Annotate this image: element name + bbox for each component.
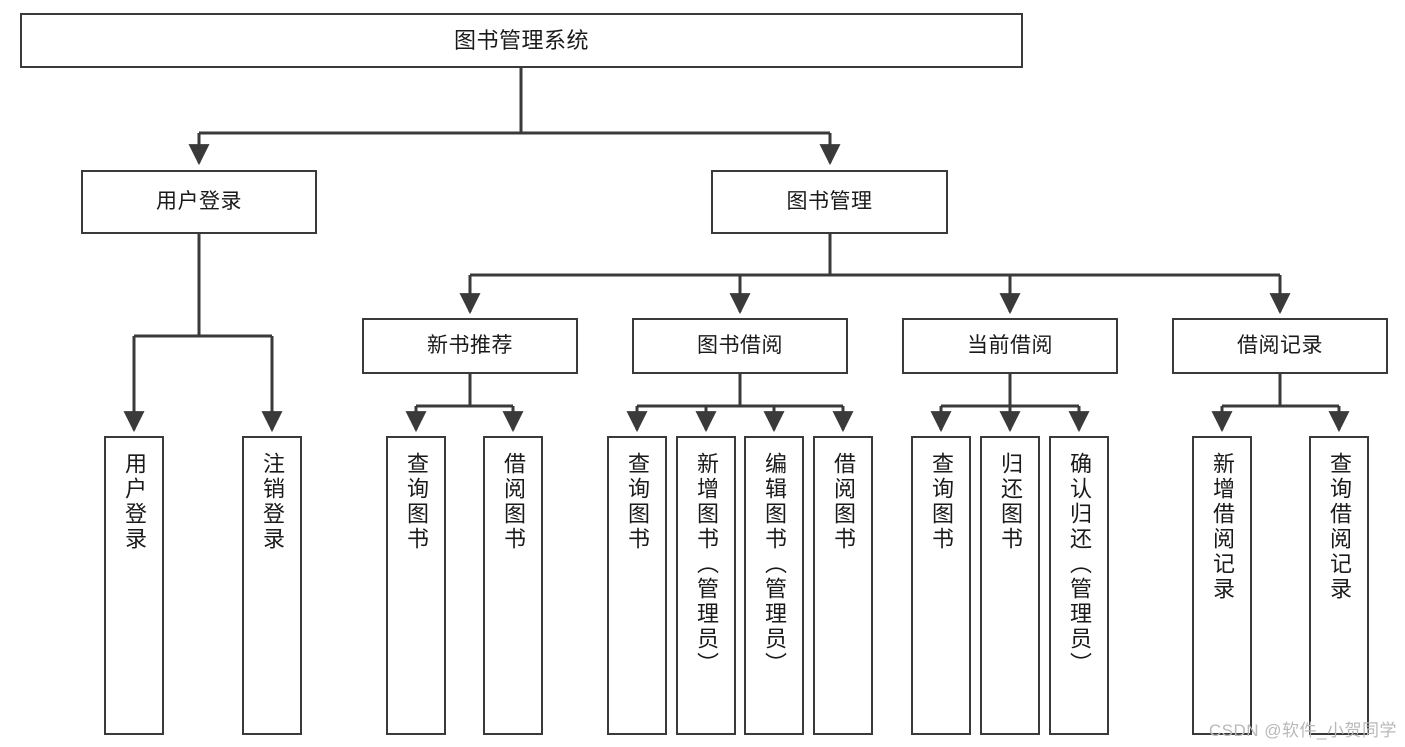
leaf-book-borrow-add[interactable]: 新增图书（管理员）: [676, 436, 736, 735]
node-label: 图书借阅: [697, 333, 783, 357]
node-label: 查询图书: [929, 452, 954, 552]
leaf-book-borrow-borrow[interactable]: 借阅图书: [813, 436, 873, 735]
node-current-borrow[interactable]: 当前借阅: [902, 318, 1118, 374]
node-label: 查询图书: [404, 452, 429, 552]
node-label: 确认归还（管理员）: [1067, 452, 1092, 677]
leaf-book-borrow-edit[interactable]: 编辑图书（管理员）: [744, 436, 804, 735]
node-label: 当前借阅: [967, 333, 1053, 357]
node-label: 用户登录: [156, 189, 242, 213]
node-label: 借阅图书: [501, 452, 526, 552]
node-label: 查询借阅记录: [1327, 452, 1352, 602]
node-label: 归还图书: [998, 452, 1023, 552]
leaf-user-login-logout[interactable]: 注销登录: [242, 436, 302, 735]
node-user-login[interactable]: 用户登录: [81, 170, 317, 234]
node-book-borrow[interactable]: 图书借阅: [632, 318, 848, 374]
node-label: 新增借阅记录: [1210, 452, 1235, 602]
node-book-management[interactable]: 图书管理: [711, 170, 948, 234]
leaf-current-borrow-return[interactable]: 归还图书: [980, 436, 1040, 735]
node-label: 注销登录: [260, 452, 285, 552]
node-root-book-management-system[interactable]: 图书管理系统: [20, 13, 1023, 68]
leaf-current-borrow-confirm-return[interactable]: 确认归还（管理员）: [1049, 436, 1109, 735]
watermark: CSDN @软件_小贺同学: [1208, 721, 1397, 740]
leaf-new-book-borrow[interactable]: 借阅图书: [483, 436, 543, 735]
leaf-book-borrow-query[interactable]: 查询图书: [607, 436, 667, 735]
leaf-user-login-login[interactable]: 用户登录: [104, 436, 164, 735]
node-label: 查询图书: [625, 452, 650, 552]
node-label: 借阅图书: [831, 452, 856, 552]
node-label: 图书管理系统: [453, 27, 589, 53]
node-label: 新增图书（管理员）: [694, 452, 719, 677]
leaf-borrow-record-query[interactable]: 查询借阅记录: [1309, 436, 1369, 735]
node-label: 新书推荐: [427, 333, 513, 357]
leaf-borrow-record-add[interactable]: 新增借阅记录: [1192, 436, 1252, 735]
node-new-book-recommend[interactable]: 新书推荐: [362, 318, 578, 374]
node-label: 借阅记录: [1237, 333, 1323, 357]
node-label: 图书管理: [786, 189, 873, 213]
leaf-current-borrow-query[interactable]: 查询图书: [911, 436, 971, 735]
node-label: 编辑图书（管理员）: [762, 452, 787, 677]
node-label: 用户登录: [122, 452, 147, 552]
leaf-new-book-query[interactable]: 查询图书: [386, 436, 446, 735]
node-borrow-record[interactable]: 借阅记录: [1172, 318, 1388, 374]
